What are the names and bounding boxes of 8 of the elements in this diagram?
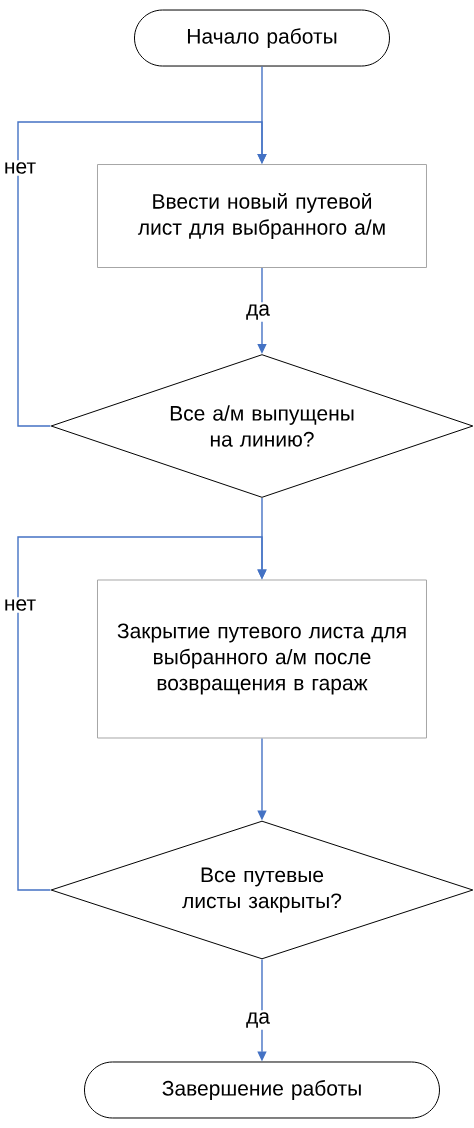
arrow (17, 536, 267, 891)
process-box: Ввести новый путевой лист для выбранного а/м (97, 164, 427, 268)
edge-label: да (244, 302, 272, 322)
edge-label: нет (1, 597, 39, 613)
edge-label: нет (1, 160, 39, 176)
edge-label: да (244, 1010, 272, 1030)
arrow (17, 121, 267, 427)
process-box: Закрытие путевого листа для выбранного а/м после возвращения в гараж (97, 579, 427, 739)
